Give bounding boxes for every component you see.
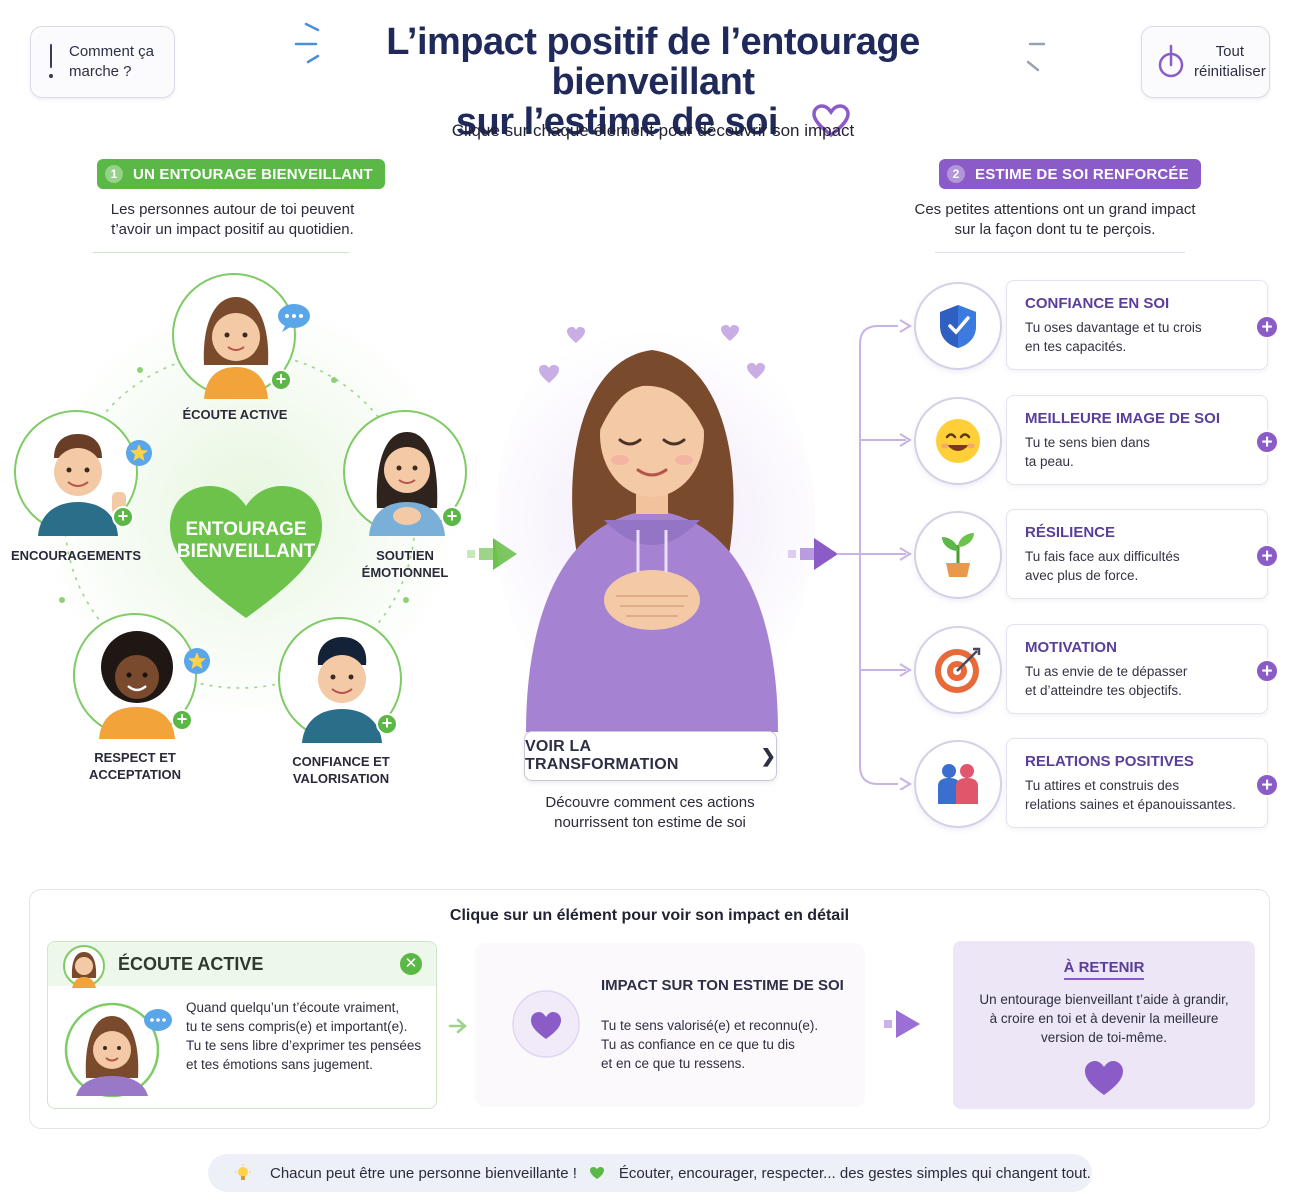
detail-ecoute-active-card: ÉCOUTE ACTIVE ✕ Quand quelqu’un t’écoute… [47, 941, 437, 1109]
branch-connector [838, 319, 912, 790]
add-icon: + [112, 506, 134, 528]
confidence-icon-button[interactable] [914, 282, 1002, 370]
detail-impact-title: IMPACT SUR TON ESTIME DE SOI [601, 977, 844, 994]
sparkle-lines-left-icon [294, 22, 320, 64]
person-ecoute-active[interactable]: + [172, 273, 296, 399]
lightbulb-icon [235, 1164, 251, 1180]
footer-text-2: Écouter, encourager, respecter... des ge… [618, 1164, 1091, 1182]
left-section-description: Les personnes autour de toi peuvent t’av… [110, 201, 355, 238]
person-soutien-emotionnel[interactable]: + [343, 410, 467, 536]
star-badge-icon [184, 648, 210, 674]
person-respect-acceptation[interactable]: + [73, 613, 197, 739]
person-encouragements-label: ENCOURAGEMENTS [10, 548, 141, 563]
card-confiance-en-soi[interactable]: CONFIANCE EN SOI Tu oses davantage et tu… [1006, 280, 1279, 370]
person-confiance-valorisation[interactable]: + [278, 617, 402, 743]
target-icon [935, 647, 981, 693]
section-2-badge: 2 ESTIME DE SOI RENFORCÉE [939, 159, 1201, 189]
girl-illustration[interactable] [520, 320, 784, 732]
footer-tip-bar: Chacun peut être une personne bienveilla… [208, 1154, 1092, 1192]
card-meilleure-image-de-soi[interactable]: MEILLEURE IMAGE DE SOI Tu te sens bien d… [1006, 395, 1279, 485]
detail-ecoute-title: ÉCOUTE ACTIVE [48, 942, 436, 986]
expand-plus-icon[interactable]: + [1255, 430, 1279, 454]
star-badge-icon [126, 440, 152, 466]
add-icon: + [441, 506, 463, 528]
add-icon: + [171, 709, 193, 731]
detail-retain-title: À RETENIR [1063, 959, 1145, 980]
person-confiance-valorisation-label: CONFIANCE ET VALORISATION [292, 754, 390, 786]
motivation-icon-button[interactable] [914, 626, 1002, 714]
heart-label: ENTOURAGE BIENVEILLANT [176, 519, 316, 562]
shield-icon [940, 305, 976, 348]
self-image-icon-button[interactable] [914, 397, 1002, 485]
mini-avatar-icon [63, 945, 105, 988]
heart-shape[interactable] [166, 482, 326, 622]
arrow-right-purple-small-icon [884, 1010, 920, 1038]
detail-ecoute-text: Quand quelqu’un t’écoute vraiment, tu te… [186, 1000, 422, 1072]
relations-icon-button[interactable] [914, 740, 1002, 828]
person-soutien-emotionnel-label: SOUTIEN ÉMOTIONNEL [361, 548, 449, 580]
right-divider [935, 252, 1185, 253]
reset-button-label: Tout réinitialiser [1194, 43, 1266, 80]
close-icon[interactable]: ✕ [400, 953, 422, 975]
reset-button[interactable]: Tout réinitialiser [1141, 26, 1270, 98]
sparkle-lines-right-icon [1026, 42, 1046, 72]
heart-badge-icon [512, 990, 580, 1058]
see-transformation-button[interactable]: VOIR LA TRANSFORMATION ❯ [524, 731, 777, 781]
girl-listening-avatar-icon [64, 1002, 172, 1098]
sprout-icon [942, 533, 974, 577]
expand-plus-icon[interactable]: + [1255, 773, 1279, 797]
small-heart-icon [721, 325, 739, 341]
heart-outline-icon [812, 104, 850, 138]
arrow-right-small-icon [448, 1018, 467, 1034]
help-button[interactable]: Comment ça marche ? [30, 26, 175, 98]
page-title: L’impact positif de l’entourage bienveil… [386, 21, 920, 143]
detail-retain-text: Un entourage bienveillant t’aide à grand… [979, 992, 1229, 1045]
help-button-label: Comment ça marche ? [69, 43, 155, 80]
girl-avatar-icon [203, 297, 269, 399]
people-icon [938, 764, 978, 804]
page-subtitle: Clique sur chaque élément pour découvrir… [451, 121, 855, 140]
detail-heading: Clique sur un élément pour voir son impa… [449, 907, 850, 924]
detail-panel: Clique sur un élément pour voir son impa… [29, 889, 1270, 1129]
detail-retain-card: À RETENIR Un entourage bienveillant t’ai… [953, 941, 1255, 1109]
small-heart-icon [539, 365, 559, 383]
right-section-description: Ces petites attentions ont un grand impa… [914, 201, 1196, 238]
person-encouragements[interactable]: + [14, 410, 138, 536]
expand-plus-icon[interactable]: + [1255, 544, 1279, 568]
smiley-icon [936, 419, 980, 463]
arrow-right-purple-icon [788, 538, 838, 570]
small-heart-icon [747, 363, 765, 379]
expand-plus-icon[interactable]: + [1255, 315, 1279, 339]
green-heart-icon [589, 1167, 604, 1179]
detail-impact-text: Tu te sens valorisé(e) et reconnu(e). Tu… [601, 1018, 819, 1071]
add-icon: + [376, 713, 398, 735]
add-icon: + [270, 369, 292, 391]
person-respect-acceptation-label: RESPECT ET ACCEPTATION [89, 750, 181, 782]
detail-impact-card: IMPACT SUR TON ESTIME DE SOI Tu te sens … [475, 943, 865, 1107]
chevron-right-icon: ❯ [760, 745, 776, 766]
girl-curly-avatar-icon [99, 631, 175, 739]
speech-bubble-icon [278, 304, 310, 332]
center-description: Découvre comment ces actions nourrissent… [545, 794, 755, 831]
person-ecoute-active-label: ÉCOUTE ACTIVE [182, 407, 288, 422]
boy-thumbs-up-avatar-icon [38, 434, 126, 536]
footer-text-1: Chacun peut être une personne bienveilla… [270, 1164, 577, 1182]
left-divider [93, 252, 349, 253]
section-1-badge: 1 UN ENTOURAGE BIENVEILLANT [97, 159, 385, 189]
info-icon [49, 44, 53, 80]
heart-icon [1085, 1061, 1123, 1095]
expand-plus-icon[interactable]: + [1255, 659, 1279, 683]
small-heart-icon [567, 327, 585, 343]
girl-hands-heart-avatar-icon [369, 432, 445, 536]
boy-dark-hair-avatar-icon [302, 637, 382, 743]
resilience-icon-button[interactable] [914, 511, 1002, 599]
power-reset-icon [1158, 44, 1184, 78]
card-relations-positives[interactable]: RELATIONS POSITIVES Tu attires et constr… [1006, 738, 1279, 828]
